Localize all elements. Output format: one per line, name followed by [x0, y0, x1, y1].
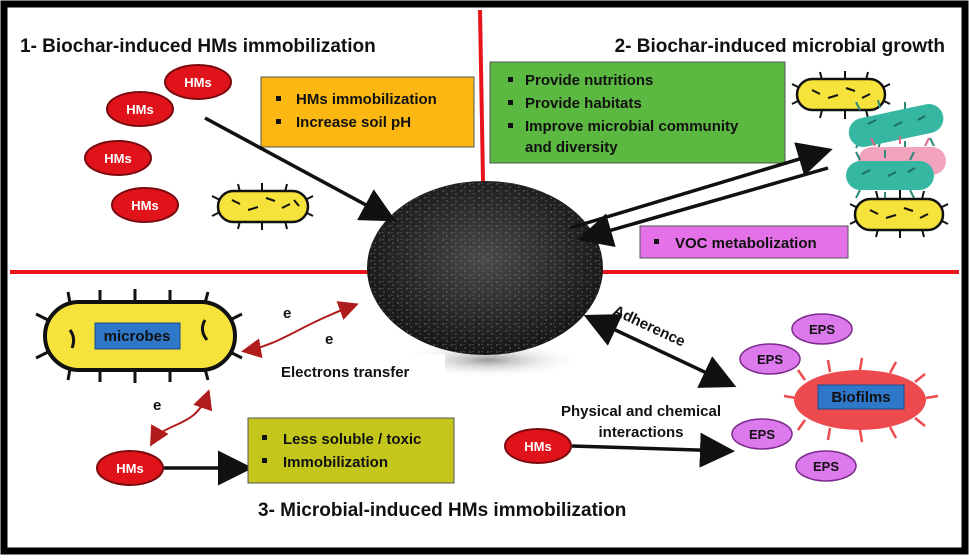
box2-item: Provide nutritions — [525, 72, 653, 89]
svg-text:EPS: EPS — [809, 322, 835, 337]
bacterium-icon — [848, 99, 944, 151]
adherence-arrow — [583, 314, 737, 388]
biofilm-illustration: Biofilms — [783, 357, 939, 443]
svg-text:HMs: HMs — [131, 198, 158, 213]
biochar-image — [367, 181, 603, 355]
eps-particle: EPS — [795, 450, 857, 482]
electrons-transfer-label: Electrons transfer — [281, 364, 410, 381]
bacterium-icon — [211, 183, 314, 230]
box3-item: Immobilization — [283, 454, 388, 471]
svg-text:HMs: HMs — [524, 439, 551, 454]
biofilms-label: Biofilms — [831, 389, 890, 406]
electron-transfer-arrow — [241, 301, 359, 359]
box3-item: Less soluble / toxic — [283, 431, 421, 448]
svg-text:EPS: EPS — [749, 427, 775, 442]
arrow-hm-to-biofilm — [571, 432, 735, 468]
panel2-title: 2- Biochar-induced microbial growth — [615, 36, 945, 57]
box2-item: and diversity — [525, 139, 618, 156]
electron-label: e — [153, 397, 161, 414]
info-box-hm-immobilization: HMs immobilization Increase soil pH — [260, 76, 475, 148]
electron-transfer-arrow — [150, 389, 213, 447]
electron-label: e — [325, 331, 333, 348]
box2-item: Provide habitats — [525, 95, 642, 112]
arrow-hm-to-biochar — [204, 116, 397, 222]
box1-item: HMs immobilization — [296, 91, 437, 108]
voc-item: VOC metabolization — [675, 235, 817, 252]
microbe-illustration: microbes — [35, 289, 243, 383]
panel3-title: 3- Microbial-induced HMs immobilization — [258, 500, 626, 521]
bacterium-icon — [849, 190, 949, 238]
svg-text:HMs: HMs — [126, 102, 153, 117]
electrons-transfer-bg — [265, 354, 445, 388]
svg-text:HMs: HMs — [116, 461, 143, 476]
hm-particle: HMs — [96, 450, 164, 486]
hm-particle: HMs — [84, 140, 152, 176]
svg-text:EPS: EPS — [813, 459, 839, 474]
svg-text:HMs: HMs — [184, 75, 211, 90]
info-box-voc: VOC metabolization — [639, 225, 849, 259]
hm-particle: HMs — [164, 64, 232, 100]
info-box-microbial-growth: Provide nutritions Provide habitats Impr… — [489, 61, 786, 164]
box1-item: Increase soil pH — [296, 114, 411, 131]
bacterium-icon — [791, 71, 891, 119]
hm-particle: HMs — [504, 428, 572, 464]
info-box-less-soluble: Less soluble / toxic Immobilization — [247, 417, 455, 484]
svg-text:HMs: HMs — [104, 151, 131, 166]
box2-item: Improve microbial community — [525, 118, 739, 135]
eps-particle: EPS — [791, 313, 853, 345]
electron-label: e — [283, 305, 291, 322]
arrow-microbes-to-biochar — [577, 166, 829, 248]
interactions-label: interactions — [598, 424, 683, 441]
physical-chemical-label: Physical and chemical — [561, 403, 721, 420]
hm-particle: HMs — [111, 187, 179, 223]
bacterium-icon — [846, 150, 934, 200]
eps-particle: EPS — [739, 343, 801, 375]
svg-text:EPS: EPS — [757, 352, 783, 367]
microbes-label: microbes — [104, 328, 171, 345]
panel1-title: 1- Biochar-induced HMs immobilization — [20, 36, 376, 57]
hm-particle: HMs — [106, 91, 174, 127]
eps-particle: EPS — [731, 418, 793, 450]
